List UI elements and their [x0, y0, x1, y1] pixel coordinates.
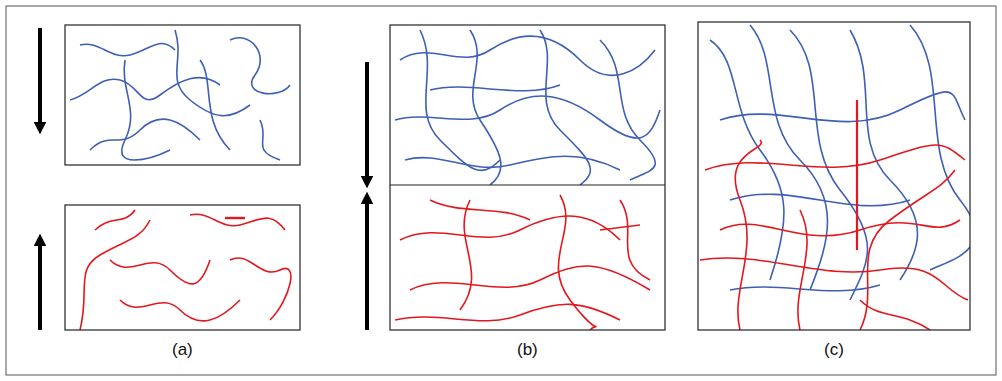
panel-label: (c): [822, 340, 846, 360]
red-chains: [80, 210, 291, 330]
motion-arrows: [40, 28, 367, 330]
panel-box: [65, 25, 300, 165]
interface-line: [390, 184, 665, 185]
blue-chains: [395, 30, 660, 185]
blue-chains: [70, 30, 290, 160]
panel-box: [65, 205, 300, 330]
panel-box: [698, 22, 970, 330]
panel-label: (b): [515, 340, 540, 360]
outer-frame: [6, 6, 996, 375]
red-chains: [395, 195, 650, 330]
panel-box: [390, 25, 665, 330]
interdiffused-chains: [700, 25, 970, 330]
panel-label: (a): [170, 340, 195, 360]
